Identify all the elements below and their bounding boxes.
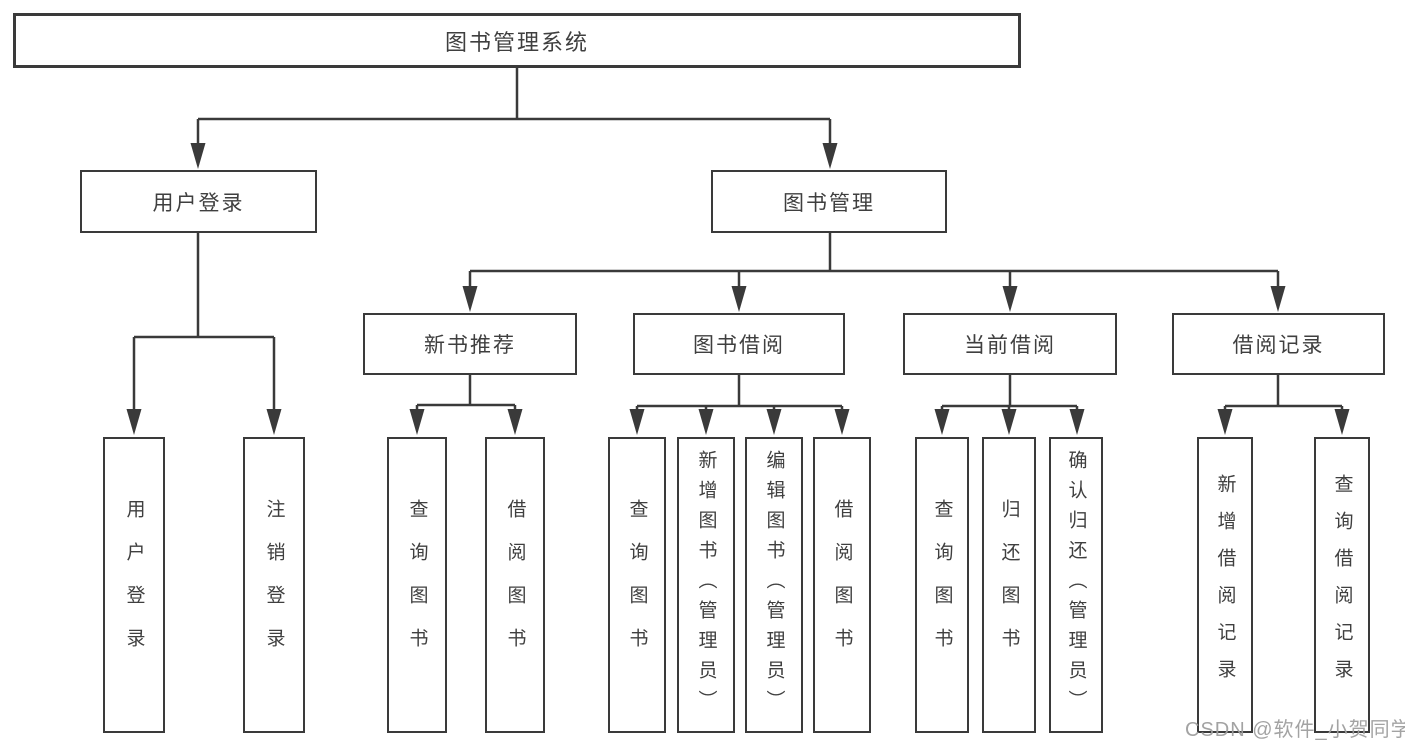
node-label: 确认归还（管理员）	[1065, 450, 1087, 720]
node-label: 新增借阅记录	[1214, 474, 1236, 696]
node-label: 查询图书	[931, 499, 953, 671]
node-leaf-cb-query-books: 查询图书	[915, 437, 969, 733]
node-label: 查询图书	[406, 499, 428, 671]
arrowheads-level3	[462, 286, 1286, 312]
node-current-borrowing: 当前借阅	[903, 313, 1117, 375]
node-label: 归还图书	[998, 499, 1020, 671]
connector-book-borrowing-children	[635, 375, 844, 412]
node-label: 用户登录	[152, 191, 245, 215]
connector-new-book-children	[415, 375, 517, 412]
node-leaf-bb-add-books: 新增图书（管理员）	[677, 437, 735, 733]
node-label: 编辑图书（管理员）	[763, 450, 785, 720]
node-label: 用户登录	[123, 499, 145, 671]
node-label: 查询图书	[626, 499, 648, 671]
node-leaf-bb-borrow-books: 借阅图书	[813, 437, 871, 733]
node-label: 借阅图书	[831, 499, 853, 671]
connector-user-login-children	[132, 233, 276, 412]
node-label: 查询借阅记录	[1331, 474, 1353, 696]
node-user-login: 用户登录	[80, 170, 317, 233]
node-label: 图书管理	[783, 191, 875, 215]
node-label: 借阅记录	[1232, 334, 1325, 357]
node-leaf-nb-query-books: 查询图书	[387, 437, 447, 733]
connector-borrowing-records-children	[1223, 375, 1344, 412]
arrowheads-user-login-children	[126, 409, 282, 435]
node-leaf-user-login: 用户登录	[103, 437, 165, 733]
node-book-borrowing: 图书借阅	[633, 313, 845, 375]
node-leaf-logout: 注销登录	[243, 437, 305, 733]
connector-book-management-children	[468, 233, 1280, 289]
node-leaf-nb-borrow-books: 借阅图书	[485, 437, 545, 733]
node-label: 当前借阅	[964, 334, 1056, 357]
node-leaf-cb-return-books: 归还图书	[982, 437, 1036, 733]
node-label: 图书借阅	[693, 334, 785, 357]
node-leaf-bb-edit-books: 编辑图书（管理员）	[745, 437, 803, 733]
node-label: 新增图书（管理员）	[695, 450, 717, 720]
node-label: 新书推荐	[424, 334, 516, 357]
connector-root-to-level2	[196, 68, 832, 146]
connector-current-borrowing-children	[940, 375, 1079, 412]
arrowheads-new-book-children	[409, 409, 523, 435]
node-label: 借阅图书	[504, 499, 526, 671]
node-borrowing-records: 借阅记录	[1172, 313, 1385, 375]
csdn-watermark: CSDN @软件_小贺同学	[1185, 719, 1405, 741]
node-label: 图书管理系统	[444, 29, 589, 55]
arrowheads-book-borrowing-children	[629, 409, 850, 435]
node-leaf-br-add-record: 新增借阅记录	[1197, 437, 1253, 733]
arrowheads-borrowing-records-children	[1217, 409, 1350, 435]
node-leaf-bb-query-books: 查询图书	[608, 437, 666, 733]
node-leaf-br-query-record: 查询借阅记录	[1314, 437, 1370, 733]
node-library-management-system: 图书管理系统	[13, 13, 1021, 68]
node-book-management: 图书管理	[711, 170, 947, 233]
arrowheads-current-borrowing-children	[934, 409, 1085, 435]
node-label: 注销登录	[263, 499, 285, 671]
arrowheads-level2	[190, 143, 838, 169]
node-leaf-cb-confirm-return: 确认归还（管理员）	[1049, 437, 1103, 733]
node-new-book-recommend: 新书推荐	[363, 313, 577, 375]
